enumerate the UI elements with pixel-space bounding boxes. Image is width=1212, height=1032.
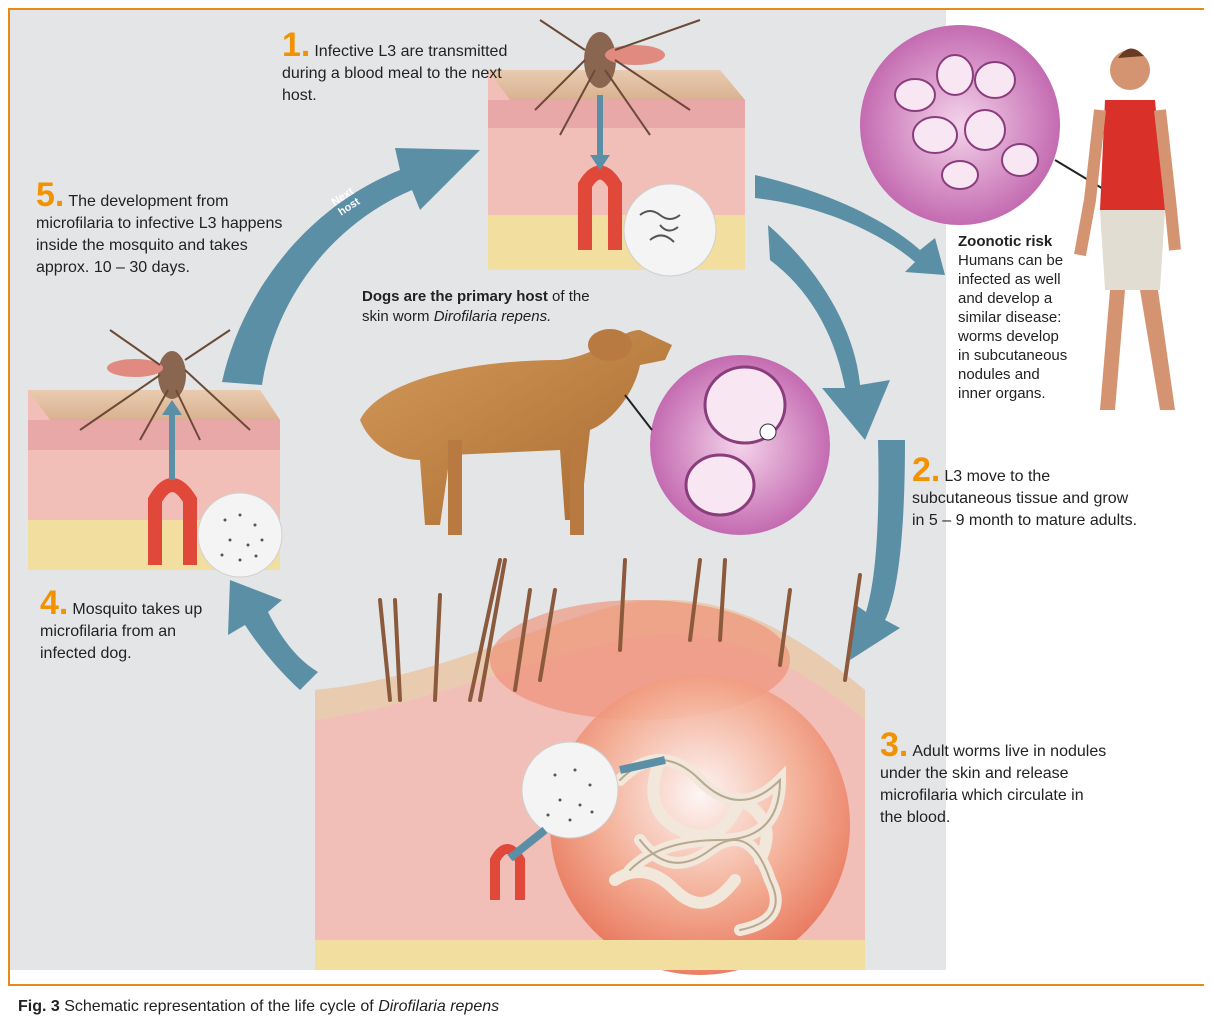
arrow-2-to-3 [850, 440, 905, 660]
histology-human [860, 25, 1105, 225]
dog-caption-species: Dirofilaria repens. [434, 308, 552, 325]
step-3-text: Adult worms live in nodules under the sk… [880, 743, 1106, 826]
step-5-text: The development from microfilaria to inf… [36, 193, 282, 276]
figure-caption-species: Dirofilaria repens [378, 998, 499, 1015]
figure-caption-text: Schematic representation of the life cyc… [64, 998, 374, 1015]
step-5: 5.The development from microfilaria to i… [36, 180, 286, 279]
dog-caption-bold: Dogs are the primary host [362, 288, 548, 305]
histology-dog [625, 355, 830, 535]
step-2-number: 2. [912, 451, 940, 489]
step-5-number: 5. [36, 176, 64, 214]
zoonotic-risk-text: Humans can be infected as well and devel… [958, 252, 1067, 402]
step-4: 4.Mosquito takes up microfilaria from an… [40, 588, 230, 665]
zoonotic-risk-note: Zoonotic risk Humans can be infected as … [958, 232, 1068, 403]
step-2-text: L3 move to the subcutaneous tissue and g… [912, 468, 1137, 529]
figure-caption: Fig. 3 Schematic representation of the l… [18, 998, 499, 1016]
skin-block-left [28, 390, 282, 577]
human-figure [1080, 48, 1175, 410]
step-3: 3.Adult worms live in nodules under the … [880, 730, 1110, 829]
zoonotic-risk-title: Zoonotic risk [958, 232, 1068, 251]
step-2: 2.L3 move to the subcutaneous tissue and… [912, 455, 1142, 532]
skin-section-bottom [315, 560, 865, 975]
step-1-number: 1. [282, 26, 310, 64]
figure-label: Fig. 3 [18, 998, 60, 1015]
skin-block-top [488, 70, 745, 276]
step-1-text: Infective L3 are transmitted during a bl… [282, 43, 507, 104]
dog [360, 329, 672, 535]
step-4-number: 4. [40, 584, 68, 622]
step-1: 1.Infective L3 are transmitted during a … [282, 30, 512, 107]
dog-caption: Dogs are the primary host of the skin wo… [362, 287, 592, 327]
step-3-number: 3. [880, 726, 908, 764]
arrow-3-to-4 [228, 580, 318, 690]
